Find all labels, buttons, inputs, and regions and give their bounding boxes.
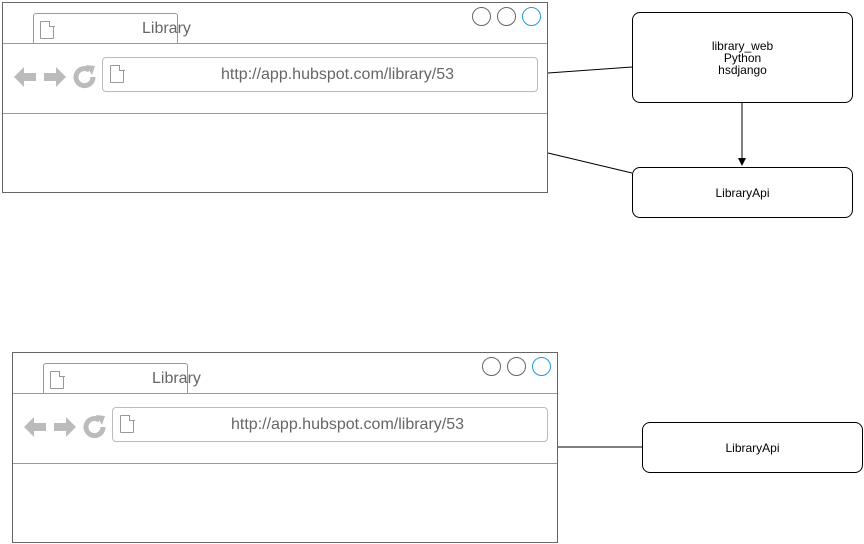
library-web-line-1: library_web [711, 38, 774, 53]
reload-icon[interactable] [83, 415, 106, 439]
library-web-line-2: Python [723, 50, 762, 65]
library-web-line-3: hsdjango [718, 62, 767, 77]
nav-controls [14, 65, 96, 89]
library-api-label: LibraryApi [725, 440, 780, 455]
address-bar[interactable]: http://app.hubspot.com/library/53 [102, 57, 538, 92]
page-icon [40, 20, 55, 39]
library-api-node-bottom: LibraryApi [642, 422, 863, 473]
maximize-button[interactable] [497, 7, 516, 26]
back-arrow-icon[interactable] [24, 417, 46, 437]
page-icon [120, 414, 135, 433]
close-button[interactable] [522, 7, 541, 26]
library-api-node-top: LibraryApi [632, 167, 853, 218]
tab-title: Library [142, 20, 191, 37]
address-bar[interactable]: http://app.hubspot.com/library/53 [112, 407, 548, 442]
toolbar-divider [3, 113, 547, 114]
page-icon [50, 370, 65, 389]
library-api-label: LibraryApi [715, 185, 770, 200]
reload-icon[interactable] [73, 65, 96, 89]
connector-browser-to-library-web [547, 66, 633, 74]
back-arrow-icon[interactable] [14, 67, 36, 87]
forward-arrow-icon[interactable] [54, 417, 76, 437]
nav-controls [24, 415, 106, 439]
forward-arrow-icon[interactable] [44, 67, 66, 87]
minimize-button[interactable] [482, 357, 501, 376]
url-text: http://app.hubspot.com/library/53 [231, 416, 465, 433]
tab-bar-divider [3, 43, 547, 44]
maximize-button[interactable] [507, 357, 526, 376]
page-icon [110, 64, 125, 83]
tab-title: Library [152, 370, 201, 387]
minimize-button[interactable] [472, 7, 491, 26]
browser-tab[interactable]: Library [33, 13, 191, 44]
toolbar-divider [13, 463, 557, 464]
url-text: http://app.hubspot.com/library/53 [221, 66, 455, 83]
close-button[interactable] [532, 357, 551, 376]
connector-browser-to-library-api [547, 152, 633, 174]
library-web-node: library_web Python hsdjango [632, 12, 853, 103]
tab-bar-divider [13, 393, 557, 394]
browser-window-top: Library http://app.hubspot.com/library/5… [2, 2, 548, 193]
browser-tab[interactable]: Library [43, 363, 201, 394]
browser-window-bottom: Library http://app.hubspot.com/library/5… [12, 352, 558, 543]
